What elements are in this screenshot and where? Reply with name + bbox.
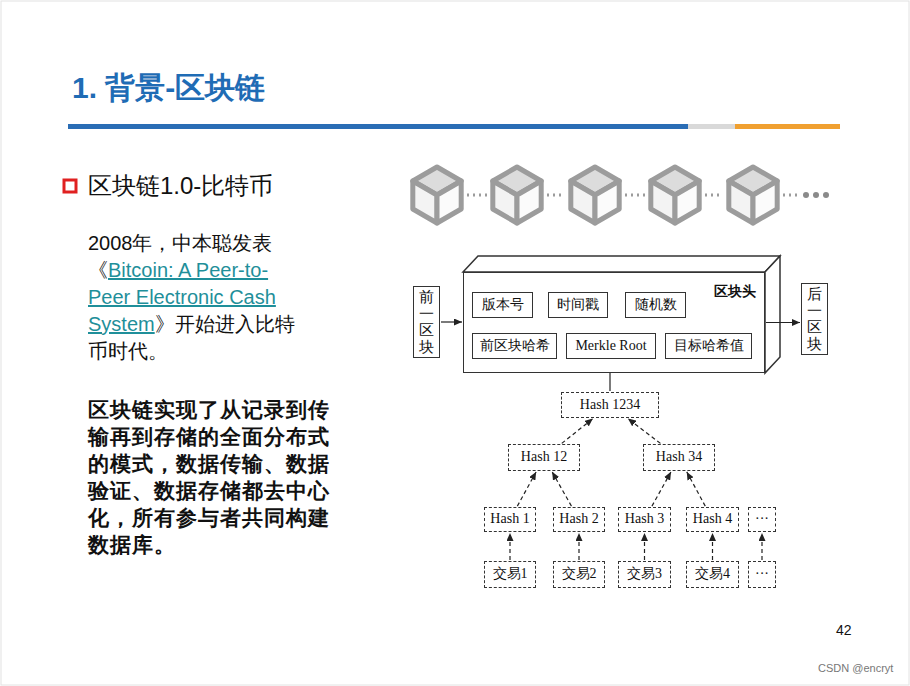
box-label: 交易4: [695, 566, 730, 583]
box-label: 版本号: [482, 297, 524, 314]
intro-paragraph: 2008年，中本聪发表《Bitcoin: A Peer-to-Peer Elec…: [88, 230, 306, 365]
arrow-connector: [687, 472, 706, 506]
process-box: 目标哈希值: [665, 333, 752, 359]
bullet-heading: 区块链1.0-比特币: [88, 170, 273, 202]
process-box: 前区块哈希: [472, 333, 557, 359]
arrow-connector: [766, 322, 800, 323]
box-label: Hash 34: [656, 449, 702, 466]
hash-box: 交易3: [618, 561, 671, 588]
title-bar-orange: [735, 124, 840, 129]
box-label: 目标哈希值: [674, 338, 744, 355]
arrow-connector: [509, 533, 510, 560]
arrow-connector: [578, 533, 579, 560]
box-label: 交易3: [627, 566, 662, 583]
box-label: Hash 2: [559, 511, 598, 528]
title-bar-blue: [68, 124, 688, 129]
hash-box: ···: [748, 561, 776, 588]
box-label: 交易2: [562, 566, 597, 583]
box-label: ···: [755, 566, 769, 583]
block-chain-illustration: [413, 167, 829, 223]
title-bar-grey: [688, 124, 735, 129]
hash-box: ···: [748, 507, 776, 532]
box-label: 交易1: [493, 566, 528, 583]
hash-box: Hash 3: [618, 507, 671, 532]
box-label: ···: [755, 511, 769, 528]
box-label: 前区块哈希: [480, 338, 550, 355]
hash-box: Hash 1: [484, 507, 536, 532]
process-box: 随机数: [625, 292, 686, 318]
process-box: Merkle Root: [566, 333, 656, 359]
box-heading: 区块头: [714, 283, 756, 300]
box-label: 随机数: [635, 297, 677, 314]
arrow-connector: [562, 419, 593, 444]
process-box: 版本号: [472, 292, 533, 318]
process-box: 前一区块: [413, 286, 440, 358]
block-header-3d-faces: [463, 256, 780, 373]
arrow-connector: [712, 533, 713, 560]
hash-box: Hash 12: [508, 444, 580, 471]
process-box: 时间戳: [548, 292, 608, 318]
hash-box: 交易1: [484, 561, 536, 588]
hash-box: 交易2: [553, 561, 605, 588]
watermark: CSDN @encryt: [818, 662, 893, 674]
bullet-square: [64, 180, 76, 192]
box-label: Merkle Root: [575, 338, 646, 355]
box-label: 后一区块: [807, 286, 822, 352]
arrow-connector: [652, 472, 671, 506]
slide-title: 1. 背景-区块链: [72, 68, 265, 109]
arrow-connector: [441, 321, 462, 322]
arrow-connector: [644, 533, 645, 560]
hash-box: Hash 1234: [561, 392, 659, 418]
arrow-connector: [628, 419, 661, 444]
box-label: 前一区块: [419, 289, 434, 355]
box-label: Hash 1234: [580, 397, 640, 414]
summary-paragraph: 区块链实现了从记录到传输再到存储的全面分布式的模式，数据传输、数据验证、数据存储…: [88, 396, 340, 558]
hash-box: Hash 2: [553, 507, 605, 532]
arrow-connector: [761, 533, 762, 560]
process-box: 后一区块: [801, 283, 828, 355]
block-header-box: 区块头版本号 时间戳 随机数前区块哈希 Merkle Root 目标哈希值: [463, 272, 765, 373]
hash-box: 交易4: [686, 561, 739, 588]
page-number: 42: [836, 622, 852, 638]
box-label: Hash 12: [521, 449, 567, 466]
hash-box: Hash 4: [686, 507, 739, 532]
arrow-connector: [517, 472, 536, 506]
hash-box: Hash 34: [643, 444, 715, 471]
box-label: Hash 4: [693, 511, 732, 528]
box-label: Hash 3: [625, 511, 664, 528]
arrow-connector: [552, 472, 571, 506]
box-label: Hash 1: [490, 511, 529, 528]
box-label: 时间戳: [557, 297, 599, 314]
